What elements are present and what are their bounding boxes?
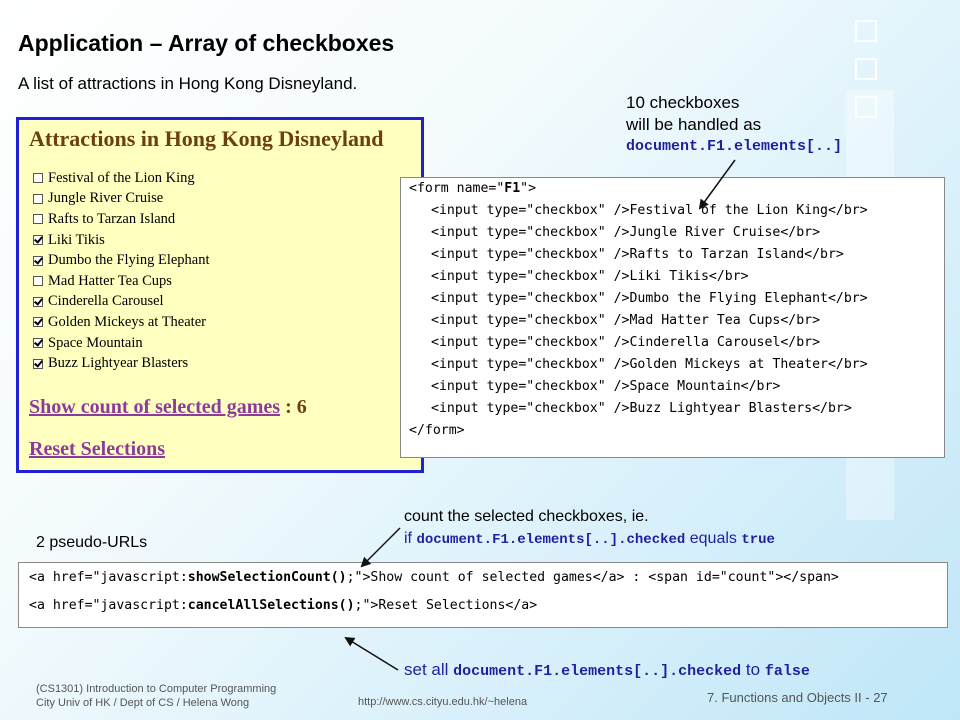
note-line-3: document.F1.elements[..] bbox=[626, 138, 843, 155]
false-value: false bbox=[764, 663, 810, 680]
checkbox-label: Liki Tikis bbox=[48, 231, 105, 248]
reset-row: Reset Selections bbox=[29, 438, 165, 461]
checkbox-checked[interactable] bbox=[33, 358, 43, 369]
input-code-line: <input type="checkbox" />Dumbo the Flyin… bbox=[431, 291, 868, 306]
code-fragment: <a href="javascript: bbox=[29, 570, 188, 585]
arrow-to-reset-fn bbox=[344, 636, 399, 671]
checkbox-row: Dumbo the Flying Elephant bbox=[33, 250, 210, 271]
to-word: to bbox=[741, 660, 765, 679]
footer-course: (CS1301) Introduction to Computer Progra… bbox=[36, 682, 276, 710]
show-count-link[interactable]: Show count of selected games bbox=[29, 396, 281, 418]
checkbox-row: Rafts to Tarzan Island bbox=[33, 209, 210, 230]
colon-separator: : bbox=[280, 396, 297, 418]
checked-expr: document.F1.elements[..].checked bbox=[453, 663, 742, 680]
checkbox-unchecked[interactable] bbox=[33, 276, 43, 287]
checked-expr: document.F1.elements[..].checked bbox=[416, 532, 686, 548]
checkbox-row: Cinderella Carousel bbox=[33, 292, 210, 313]
code-fragment: ;">Reset Selections</a> bbox=[354, 598, 538, 613]
checkbox-row: Liki Tikis bbox=[33, 230, 210, 251]
decorative-square bbox=[855, 20, 877, 42]
checkbox-row: Jungle River Cruise bbox=[33, 189, 210, 210]
slide-subtitle: A list of attractions in Hong Kong Disne… bbox=[18, 74, 358, 93]
checkbox-label: Rafts to Tarzan Island bbox=[48, 210, 176, 227]
decorative-square bbox=[855, 58, 877, 80]
link-code-box: <a href="javascript:showSelectionCount()… bbox=[18, 562, 948, 628]
checkbox-unchecked[interactable] bbox=[33, 214, 43, 225]
reset-note: set all document.F1.elements[..].checked… bbox=[404, 660, 810, 680]
checkbox-checked[interactable] bbox=[33, 255, 43, 266]
decorative-square bbox=[855, 96, 877, 118]
equals-word: equals bbox=[685, 530, 742, 547]
footer-page-number: 7. Functions and Objects II - 27 bbox=[707, 690, 888, 705]
form-code-box: <form name="F1"> <input type="checkbox" … bbox=[400, 177, 945, 458]
set-all-word: set all bbox=[404, 660, 454, 679]
input-code-line: <input type="checkbox" />Space Mountain<… bbox=[431, 379, 781, 394]
selection-count: 6 bbox=[296, 396, 307, 418]
show-count-code-line: <a href="javascript:showSelectionCount()… bbox=[19, 563, 947, 591]
show-selection-count-fn: showSelectionCount() bbox=[187, 570, 347, 585]
checkbox-unchecked[interactable] bbox=[33, 173, 43, 184]
checkbox-checked[interactable] bbox=[33, 338, 43, 349]
reset-code-line: <a href="javascript:cancelAllSelections(… bbox=[19, 591, 947, 619]
note-line-1: 10 checkboxes bbox=[626, 93, 740, 112]
checkbox-row: Space Mountain bbox=[33, 333, 210, 354]
checkbox-row: Golden Mickeys at Theater bbox=[33, 312, 210, 333]
footer-dept-line: City Univ of HK / Dept of CS / Helena Wo… bbox=[36, 697, 250, 709]
checkbox-label: Jungle River Cruise bbox=[48, 190, 164, 207]
checkbox-checked[interactable] bbox=[33, 235, 43, 246]
input-code-line: <input type="checkbox" />Golden Mickeys … bbox=[431, 357, 868, 372]
checkbox-label: Cinderella Carousel bbox=[48, 293, 164, 310]
checkbox-array-note: 10 checkboxes will be handled as documen… bbox=[626, 92, 842, 158]
reset-selections-link[interactable]: Reset Selections bbox=[29, 438, 166, 460]
count-note: count the selected checkboxes, ie. if do… bbox=[404, 506, 775, 551]
pseudo-urls-label: 2 pseudo-URLs bbox=[36, 534, 148, 551]
if-word: if bbox=[404, 530, 417, 547]
cancel-all-selections-fn: cancelAllSelections() bbox=[187, 598, 355, 613]
input-code-line: <input type="checkbox" />Jungle River Cr… bbox=[431, 225, 821, 240]
checkbox-label: Space Mountain bbox=[48, 334, 143, 351]
input-code-line: <input type="checkbox" />Cinderella Caro… bbox=[431, 335, 821, 350]
form-close-tag: </form> bbox=[409, 423, 465, 438]
count-note-line-2: if document.F1.elements[..].checked equa… bbox=[404, 528, 775, 551]
checkbox-row: Festival of the Lion King bbox=[33, 168, 210, 189]
checkbox-checked[interactable] bbox=[33, 296, 43, 307]
count-note-line-1: count the selected checkboxes, ie. bbox=[404, 508, 649, 525]
footer-course-line: (CS1301) Introduction to Computer Progra… bbox=[36, 683, 277, 695]
input-code-line: <input type="checkbox" />Mad Hatter Tea … bbox=[431, 313, 821, 328]
arrow-to-show-fn bbox=[360, 527, 401, 568]
show-count-row: Show count of selected games : 6 bbox=[29, 396, 307, 419]
input-code-line: <input type="checkbox" />Rafts to Tarzan… bbox=[431, 247, 844, 262]
checkbox-label: Dumbo the Flying Elephant bbox=[48, 252, 210, 269]
input-code-line: <input type="checkbox" />Festival of the… bbox=[431, 203, 868, 218]
footer-url: http://www.cs.cityu.edu.hk/~helena bbox=[358, 696, 528, 708]
slide-title: Application – Array of checkboxes bbox=[18, 30, 395, 56]
checkbox-row: Buzz Lightyear Blasters bbox=[33, 353, 210, 374]
checkbox-unchecked[interactable] bbox=[33, 193, 43, 204]
true-value: true bbox=[741, 532, 775, 548]
demo-heading: Attractions in Hong Kong Disneyland bbox=[29, 126, 384, 151]
checkbox-checked[interactable] bbox=[33, 317, 43, 328]
code-fragment: ;">Show count of selected games</a> : <s… bbox=[346, 570, 839, 585]
checkbox-row: Mad Hatter Tea Cups bbox=[33, 271, 210, 292]
checkbox-label: Golden Mickeys at Theater bbox=[48, 313, 206, 330]
checkbox-label: Buzz Lightyear Blasters bbox=[48, 355, 189, 372]
form-open-tag: <form name="F1"> bbox=[409, 181, 537, 196]
code-fragment: <a href="javascript: bbox=[29, 598, 188, 613]
input-code-line: <input type="checkbox" />Liki Tikis</br> bbox=[431, 269, 749, 284]
checkbox-label: Festival of the Lion King bbox=[48, 169, 195, 186]
input-code-line: <input type="checkbox" />Buzz Lightyear … bbox=[431, 401, 852, 416]
checkbox-label: Mad Hatter Tea Cups bbox=[48, 272, 172, 289]
arrow-to-form bbox=[698, 159, 736, 210]
demo-page-screenshot: Attractions in Hong Kong Disneyland Fest… bbox=[16, 117, 424, 473]
form-code-lines: <input type="checkbox" />Festival of the… bbox=[401, 200, 944, 420]
note-line-2: will be handled as bbox=[626, 115, 762, 134]
